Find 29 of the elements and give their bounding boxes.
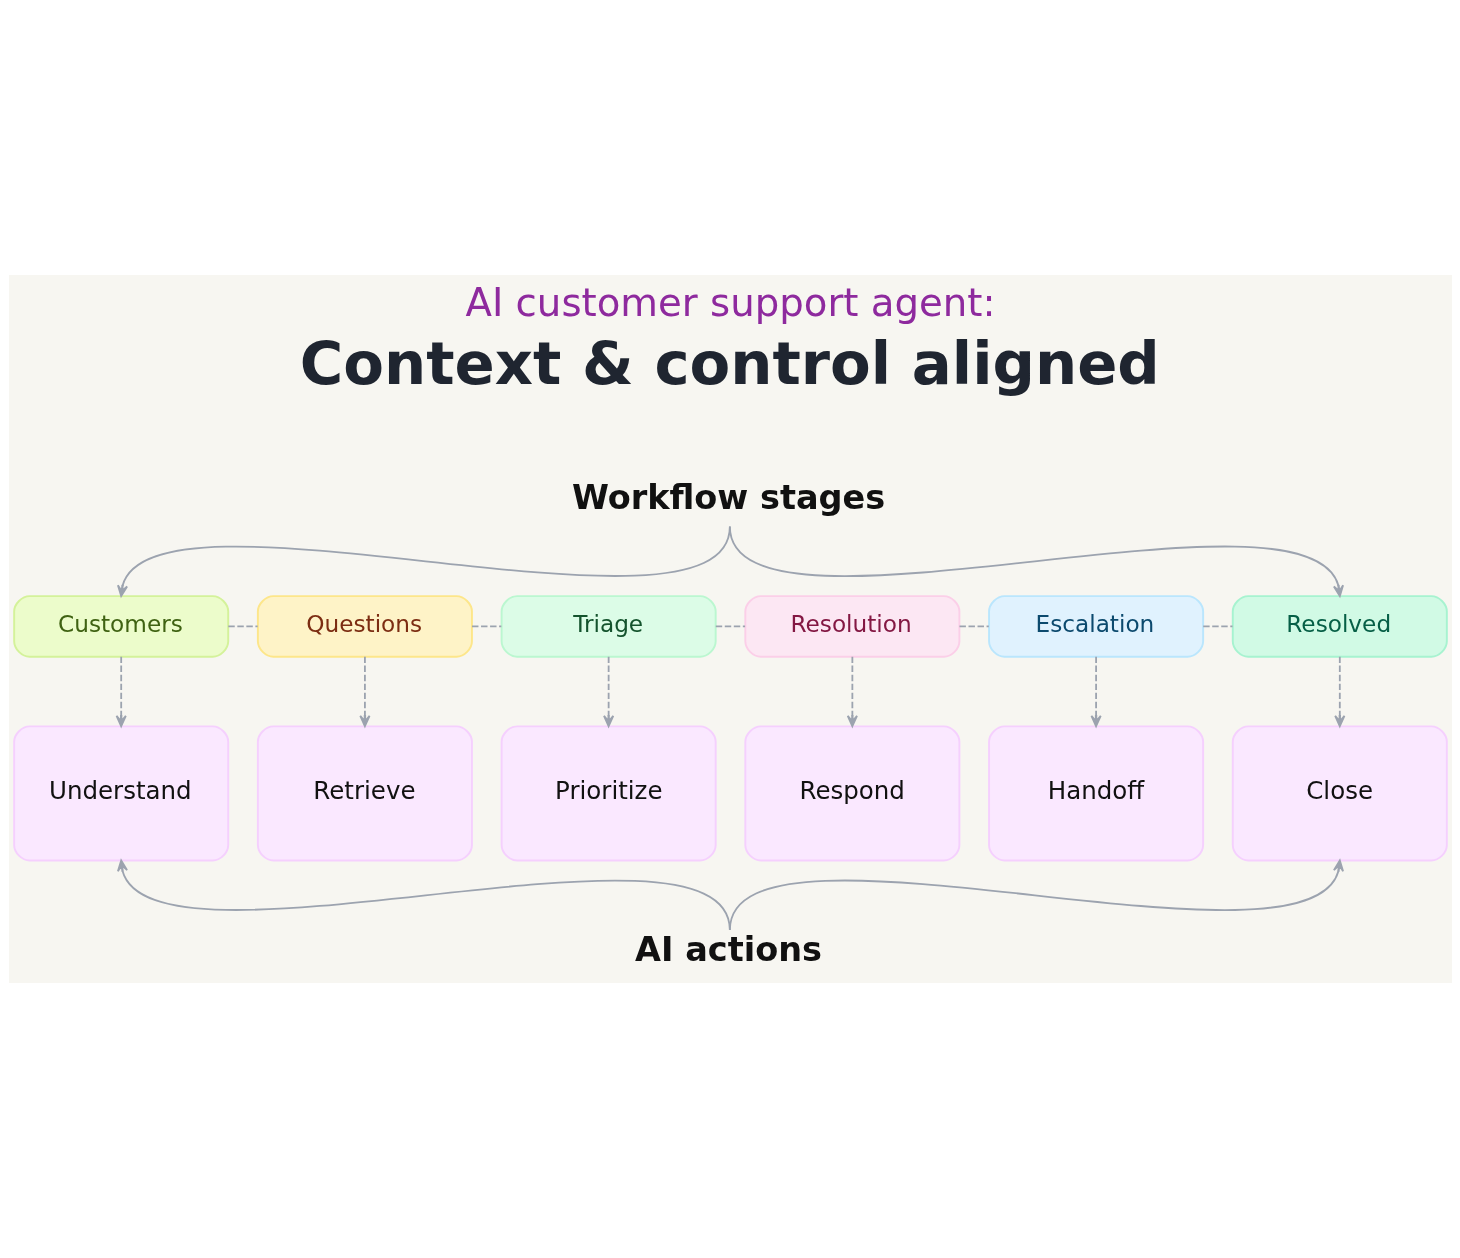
connector <box>226 625 259 628</box>
connector <box>958 625 990 628</box>
diagram-title: AI customer support agent: <box>464 280 996 326</box>
label: Context & control aligned <box>299 329 1160 399</box>
node-box: Handoff <box>987 725 1204 862</box>
node-box: Triage <box>500 595 717 658</box>
connector <box>714 625 746 628</box>
arrow <box>1090 655 1102 728</box>
arrow <box>728 859 1344 931</box>
arrow <box>115 655 127 728</box>
arrow <box>358 655 370 728</box>
node-box: Understand <box>12 725 229 862</box>
arrow <box>728 525 1344 598</box>
arrow <box>1333 655 1345 728</box>
node-box: Retrieve <box>256 725 473 862</box>
node-box: Escalation <box>987 595 1204 658</box>
arrow <box>602 655 614 728</box>
node-box: Resolution <box>743 595 960 658</box>
node-text: Workflow stages <box>571 478 885 518</box>
node-box: Prioritize <box>500 725 717 862</box>
connector <box>470 625 502 628</box>
node-box: Resolved <box>1231 595 1448 658</box>
node-box: Close <box>1231 725 1448 862</box>
node-box: Respond <box>743 725 960 862</box>
connector <box>1201 625 1233 628</box>
node-box: Questions <box>256 595 473 658</box>
node-box: Customers <box>12 595 229 658</box>
arrow <box>846 655 858 728</box>
node-text: AI actions <box>634 929 822 969</box>
